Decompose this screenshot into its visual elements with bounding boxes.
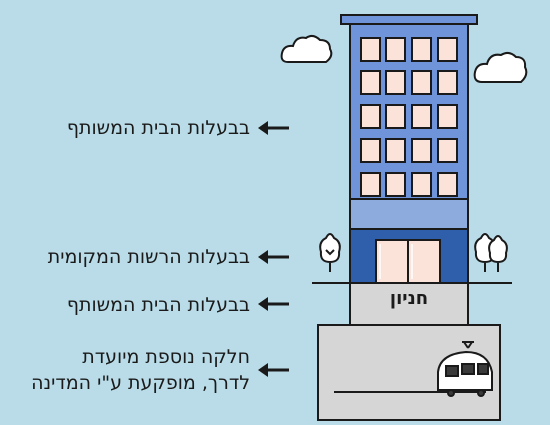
window (385, 37, 406, 62)
window (360, 104, 381, 129)
label-extra-plot-line2: לדרך, מופקעת ע"י המדינה (31, 372, 250, 394)
window (360, 172, 381, 197)
left-arrow-icon (258, 297, 289, 311)
label-building-ownership: בבעלות הבית המשותף (66, 117, 250, 139)
window (360, 138, 381, 163)
window (411, 37, 432, 62)
window (437, 138, 458, 163)
window (437, 70, 458, 95)
window (437, 104, 458, 129)
window (385, 104, 406, 129)
label-parking-ownership: בבעלות הבית המשותף (66, 294, 250, 316)
entrance-door (375, 239, 441, 284)
window (437, 172, 458, 197)
label-extra-plot: חלקה נוספת מיועדת לדרך, מופקעת ע"י המדינ… (31, 344, 250, 396)
window (437, 37, 458, 62)
window (411, 104, 432, 129)
building-floor-band (349, 198, 469, 230)
train-icon (437, 341, 493, 397)
cloud-icon (473, 51, 528, 83)
cloud-icon (280, 34, 333, 63)
left-arrow-icon (258, 121, 289, 135)
window (411, 172, 432, 197)
label-local-authority: בבעלות הרשות המקומית (47, 246, 250, 268)
window (411, 138, 432, 163)
window (385, 70, 406, 95)
parking-level (349, 282, 469, 326)
left-arrow-icon (258, 250, 289, 264)
label-extra-plot-line1: חלקה נוספת מיועדת (82, 346, 250, 368)
left-arrow-icon (258, 363, 289, 377)
windows (360, 37, 458, 197)
tree-icon (488, 235, 508, 272)
window (411, 70, 432, 95)
parking-label: חניון (389, 288, 429, 309)
window (360, 37, 381, 62)
roof (340, 14, 478, 25)
window (385, 138, 406, 163)
window (360, 70, 381, 95)
window (385, 172, 406, 197)
tree-icon (319, 233, 341, 272)
